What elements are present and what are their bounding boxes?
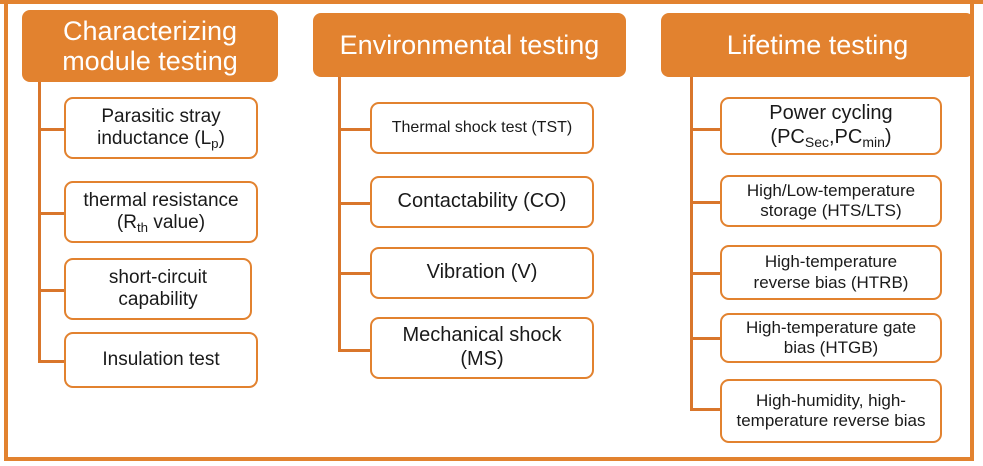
node-short-circuit-capability[interactable]: short-circuit capability: [64, 258, 252, 320]
subscript-sec: Sec: [804, 133, 829, 150]
node-thermal-shock-test[interactable]: Thermal shock test (TST): [370, 102, 594, 154]
node-insulation-test[interactable]: Insulation test: [64, 332, 258, 388]
connector-trunk-column-1: [38, 82, 41, 362]
node-mechanical-shock[interactable]: Mechanical shock (MS): [370, 317, 594, 379]
subscript-th: th: [136, 219, 149, 235]
node-label: Contactability (CO): [397, 190, 567, 213]
node-label: Insulation test: [102, 348, 220, 370]
column-header-characterizing-module-testing: Characterizing module testing: [22, 10, 278, 82]
connector-branch-1-2: [38, 212, 66, 215]
frame-border-bottom: [6, 457, 974, 461]
connector-branch-3-3: [690, 272, 722, 275]
connector-branch-3-1: [690, 128, 722, 131]
node-vibration[interactable]: Vibration (V): [370, 247, 594, 299]
node-power-cycling[interactable]: Power cycling (PCSec,PCmin): [720, 97, 942, 155]
node-high-temperature-gate-bias[interactable]: High-temperature gate bias (HTGB): [720, 313, 942, 363]
frame-border-left: [4, 4, 8, 461]
node-label: Mechanical shock (MS): [402, 324, 562, 370]
node-label: Power cycling (PCSec,PCmin): [769, 102, 893, 150]
node-parasitic-stray-inductance[interactable]: Parasitic stray inductance (Lp): [64, 97, 258, 159]
node-label: High-temperature reverse bias (HTRB): [753, 252, 909, 292]
node-high-humidity-high-temperature-reverse-bias[interactable]: High-humidity, high- temperature reverse…: [720, 379, 942, 443]
column-header-lifetime-testing: Lifetime testing: [661, 13, 974, 77]
node-high-low-temperature-storage[interactable]: High/Low-temperature storage (HTS/LTS): [720, 175, 942, 227]
connector-branch-3-2: [690, 201, 722, 204]
connector-branch-2-2: [338, 202, 372, 205]
column-header-label: Environmental testing: [339, 29, 600, 60]
node-contactability[interactable]: Contactability (CO): [370, 176, 594, 228]
node-thermal-resistance[interactable]: thermal resistance (Rth value): [64, 181, 258, 243]
column-header-label: Lifetime testing: [726, 29, 909, 60]
connector-trunk-column-3: [690, 77, 693, 411]
node-label: Thermal shock test (TST): [391, 118, 573, 136]
node-label: short-circuit capability: [108, 266, 208, 310]
subscript-p: p: [211, 135, 219, 151]
frame-border-top: [0, 0, 983, 4]
node-label: Vibration (V): [426, 261, 538, 284]
node-label: High/Low-temperature storage (HTS/LTS): [746, 180, 916, 220]
connector-branch-3-5: [690, 408, 722, 411]
connector-branch-1-1: [38, 128, 66, 131]
connector-branch-2-3: [338, 272, 372, 275]
connector-branch-1-3: [38, 289, 66, 292]
connector-branch-2-1: [338, 128, 372, 131]
column-header-label: Characterizing module testing: [62, 15, 238, 76]
connector-branch-1-4: [38, 360, 66, 363]
subscript-min: min: [862, 133, 885, 150]
column-header-environmental-testing: Environmental testing: [313, 13, 626, 77]
connector-trunk-column-2: [338, 77, 341, 352]
connector-branch-3-4: [690, 337, 722, 340]
frame-border-right: [970, 4, 974, 461]
node-label: thermal resistance (Rth value): [83, 189, 239, 235]
node-label: Parasitic stray inductance (Lp): [97, 105, 225, 151]
node-high-temperature-reverse-bias[interactable]: High-temperature reverse bias (HTRB): [720, 245, 942, 300]
node-label: High-temperature gate bias (HTGB): [745, 317, 917, 357]
node-label: High-humidity, high- temperature reverse…: [736, 390, 926, 430]
connector-branch-2-4: [338, 349, 372, 352]
